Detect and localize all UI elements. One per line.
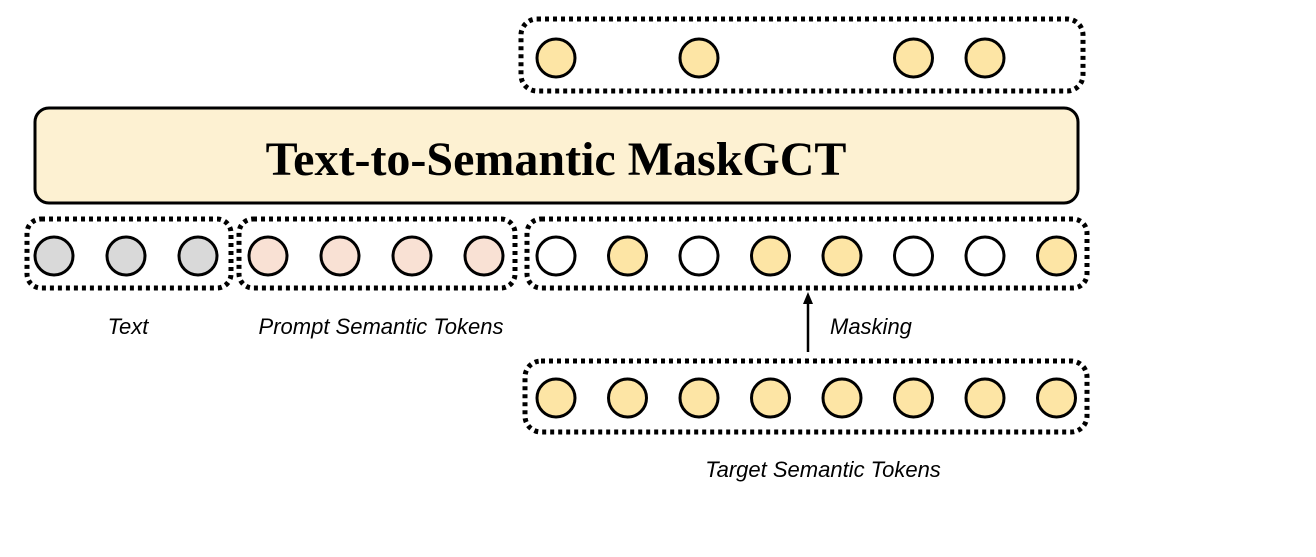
masked-tokens xyxy=(535,235,1077,277)
target-token-2 xyxy=(607,377,648,419)
masked-token-6 xyxy=(893,235,934,277)
target-token-group-border xyxy=(522,358,1090,435)
text-token-1 xyxy=(33,235,75,277)
output-token-7 xyxy=(964,37,1006,79)
masked-token-8 xyxy=(1036,235,1077,277)
masked-token-group-border xyxy=(524,216,1090,291)
masked-token-2 xyxy=(607,235,648,277)
target-tokens-label: Target Semantic Tokens xyxy=(705,457,941,482)
target-token-1 xyxy=(535,377,577,419)
prompt-token-3 xyxy=(391,235,433,277)
text-token-2 xyxy=(105,235,147,277)
masked-token-7 xyxy=(964,235,1006,277)
masked-token-3 xyxy=(678,235,720,277)
target-token-8 xyxy=(1036,377,1077,419)
output-token-group-border xyxy=(518,16,1086,94)
target-token-6 xyxy=(893,377,934,419)
text-tokens xyxy=(33,235,219,277)
prompt-token-group xyxy=(236,216,518,291)
output-token-3 xyxy=(678,37,720,79)
prompt-tokens xyxy=(247,235,505,277)
prompt-token-group-border xyxy=(236,216,518,291)
text-token-group-border xyxy=(24,216,234,291)
text-label: Text xyxy=(108,314,150,339)
masked-token-1 xyxy=(535,235,577,277)
output-token-1 xyxy=(535,37,577,79)
text-token-3 xyxy=(177,235,219,277)
model-title: Text-to-Semantic MaskGCT xyxy=(266,133,847,186)
prompt-tokens-label: Prompt Semantic Tokens xyxy=(259,314,504,339)
output-token-group xyxy=(518,16,1086,94)
text-token-group xyxy=(24,216,234,291)
model-box xyxy=(33,106,1080,205)
target-token-5 xyxy=(821,377,863,419)
masked-token-group xyxy=(524,216,1090,291)
output-token-6 xyxy=(893,37,934,79)
masking-label: Masking xyxy=(830,314,913,339)
model-block: Text-to-Semantic MaskGCT xyxy=(33,106,1080,205)
masked-token-5 xyxy=(821,235,863,277)
prompt-token-1 xyxy=(247,235,289,277)
target-token-7 xyxy=(964,377,1006,419)
target-tokens xyxy=(535,377,1077,419)
prompt-token-2 xyxy=(319,235,361,277)
prompt-token-4 xyxy=(463,235,505,277)
target-token-group xyxy=(522,358,1090,435)
target-token-4 xyxy=(750,377,791,419)
masked-token-4 xyxy=(750,235,791,277)
masking-arrow-head xyxy=(803,292,813,304)
output-tokens xyxy=(535,37,1006,79)
target-token-3 xyxy=(678,377,720,419)
masking-arrow xyxy=(803,292,813,352)
